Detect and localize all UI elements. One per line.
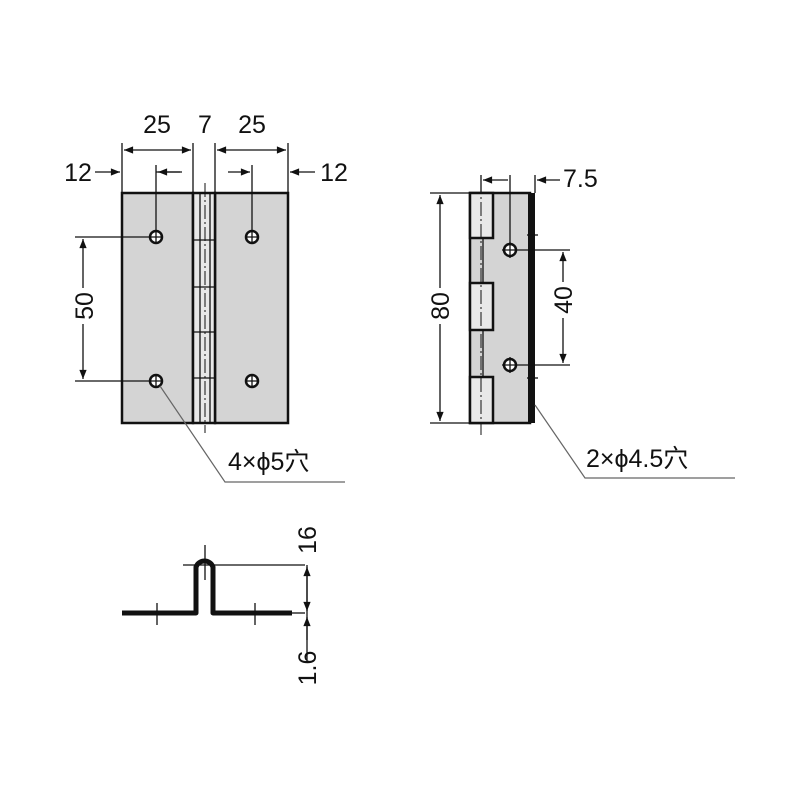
dim-left-leaf: 25	[143, 111, 171, 139]
side-hole-leader-line	[534, 404, 735, 479]
knuckle-segments	[193, 193, 215, 423]
side-edge	[528, 193, 535, 423]
dim-knuckle: 7	[198, 111, 212, 139]
dim-right-leaf: 25	[238, 111, 266, 139]
dim-plate-thickness: 1.6	[294, 651, 322, 686]
dim-section-height: 16	[294, 526, 322, 554]
hole-note-front: 4×ϕ5穴	[228, 448, 309, 476]
section-view: 16 1.6	[122, 526, 322, 685]
hole	[148, 373, 164, 389]
hole	[244, 229, 260, 245]
hole-note-side: 2×ϕ4.5穴	[586, 445, 688, 473]
side-view: 80 40 7.5 2×ϕ4.5穴	[427, 165, 735, 479]
dim-hole-pitch-side: 40	[550, 286, 578, 314]
dim-right-hole-offset: 12	[320, 159, 348, 187]
dim-height-side: 80	[427, 292, 455, 320]
hole	[244, 373, 260, 389]
dim-thickness: 7.5	[563, 165, 598, 193]
hole-leader-line	[159, 385, 345, 483]
hole	[502, 357, 518, 373]
hole	[148, 229, 164, 245]
left-leaf	[120, 191, 195, 425]
front-view: 25 7 25 12 12 50 4×ϕ5穴	[64, 111, 348, 483]
dim-hole-pitch-front: 50	[71, 292, 99, 320]
knuckle	[191, 191, 217, 425]
dim-left-hole-offset: 12	[64, 159, 92, 187]
hinge-profile	[122, 558, 292, 616]
